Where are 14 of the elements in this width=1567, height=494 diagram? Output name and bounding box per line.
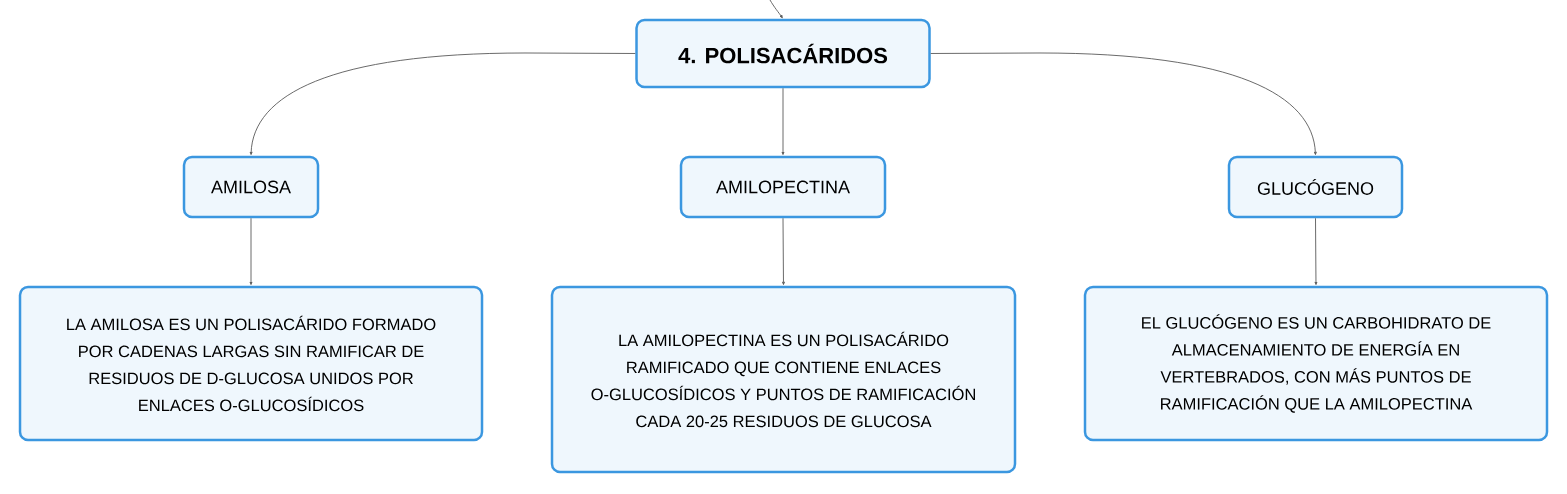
description-box: LA AMILOPECTINA ES UN POLISACÁRIDO RAMIFICADO QUE CONTIENE ENLACES O-GLUCOSÍDICOS Y PUNTOS DE RAMIFICACIÓN CADA 20-25 RESIDUOS DE GLUCOSA <box>550 285 1017 474</box>
connector-arrow <box>781 87 785 156</box>
connector-arrow <box>1314 217 1318 286</box>
description-box: LA AMILOSA ES UN POLISACÁRIDO FORMADO POR CADENAS LARGAS SIN RAMIFICAR DE RESIDUOS DE D-GLUCOSA UNIDOS POR ENLACES O-GLUCOSÍDICOS <box>18 285 484 442</box>
connector-arrow <box>769 0 783 19</box>
description-box: EL GLUCÓGENO ES UN CARBOHIDRATO DE ALMACENAMIENTO DE ENERGÍA EN VERTEBRADOS, CON MÁS PUNTOS DE RAMIFICACIÓN QUE LA AMILOPECTINA <box>1083 285 1549 442</box>
connector-arrow <box>249 217 253 286</box>
connector-arrow <box>249 52 636 156</box>
subtopic-box: AMILOPECTINA <box>679 155 887 219</box>
topic-box: 4. POLISACÁRIDOS <box>635 18 931 89</box>
subtopic-box: AMILOSA <box>182 155 320 219</box>
subtopic-box: GLUCÓGENO <box>1227 155 1404 219</box>
connector-arrow <box>930 52 1317 156</box>
connector-arrow <box>782 217 785 286</box>
